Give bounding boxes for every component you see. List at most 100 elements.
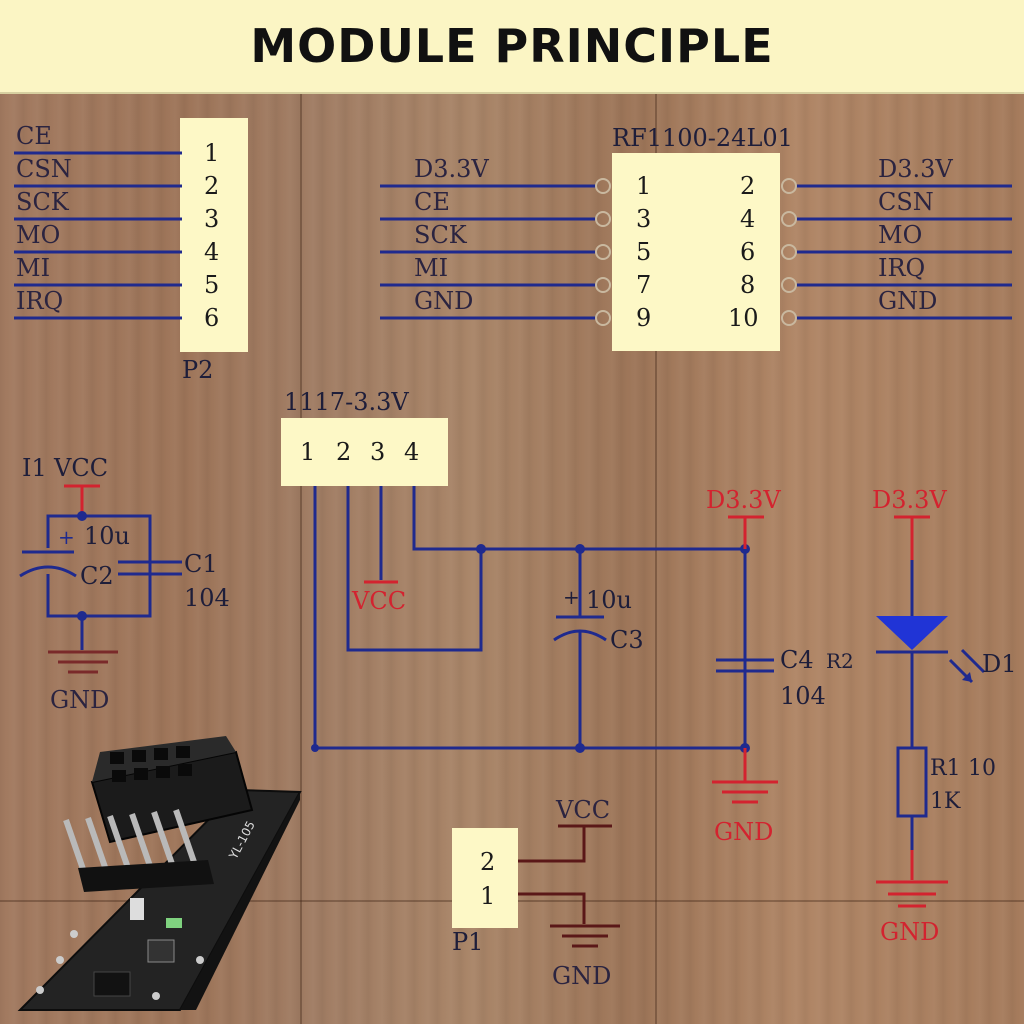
- pad: [70, 930, 78, 938]
- regulator-chip: [93, 971, 131, 997]
- rf-right-signal: MO: [878, 221, 922, 249]
- header-pin: [107, 815, 131, 869]
- left-power-section: I1 VCC + 10u C2 C1 104 GND: [19, 454, 230, 714]
- r1-name: R1: [930, 756, 961, 781]
- c1-name: C1: [184, 550, 218, 578]
- p2-ref-label: P2: [182, 356, 213, 384]
- p2-signal-label: CE: [16, 122, 52, 150]
- smd-component: [147, 939, 175, 963]
- rf-pin-number: 10: [728, 304, 759, 332]
- p1-vcc-wire: [518, 826, 586, 863]
- rail-label: D3.3V: [872, 486, 947, 514]
- regulator-pin2-wire: [346, 486, 483, 652]
- p2-pin-number: 6: [204, 304, 219, 332]
- header-pin: [63, 819, 87, 873]
- header-pin: [129, 813, 153, 867]
- header-pin: [173, 809, 197, 863]
- pin-pad: [595, 277, 611, 293]
- header-pin: [85, 817, 109, 871]
- plank-seam: [655, 92, 657, 1024]
- rf-pin-number: 6: [740, 238, 755, 266]
- p1-ref-label: P1: [452, 928, 483, 956]
- p1-body: [452, 828, 518, 928]
- gnd-label: GND: [50, 686, 109, 714]
- p1-pin-number: 1: [480, 882, 495, 910]
- gnd-label: GND: [714, 818, 773, 846]
- rf-pin-number: 8: [740, 271, 755, 299]
- socket-hole: [156, 766, 170, 778]
- pad: [196, 956, 204, 964]
- p2-pin-number: 5: [204, 271, 219, 299]
- c1-value: 104: [184, 584, 230, 612]
- c2-plate-curved: [19, 565, 77, 578]
- regulator-pin-number: 1: [300, 438, 315, 466]
- pin-pad: [595, 310, 611, 326]
- junction-dot: [77, 511, 87, 521]
- socket-hole: [134, 768, 148, 780]
- regulator-body: [281, 418, 448, 486]
- socket-hole: [178, 764, 192, 776]
- rf-pin-number: 9: [636, 304, 651, 332]
- c3-value: 10u: [586, 586, 632, 614]
- c2-name: C2: [80, 562, 114, 590]
- c3-name: C3: [610, 626, 644, 654]
- c4-section: D3.3V C4 R2 104 GND: [706, 486, 854, 846]
- led-name: D1: [982, 650, 1017, 678]
- pin-pad: [781, 310, 797, 326]
- rf-pin-number: 1: [636, 172, 651, 200]
- vcc-label: VCC: [555, 796, 610, 824]
- rf-right-signal: GND: [878, 287, 937, 315]
- rf-module-body: [612, 153, 780, 351]
- rf-pin-number: 4: [740, 205, 755, 233]
- rf-module-name: RF1100-24L01: [612, 124, 793, 152]
- led-emission-arrow: [960, 648, 986, 674]
- rf-pin-number: 5: [636, 238, 651, 266]
- rf-right-signal: CSN: [878, 188, 934, 216]
- vcc-label: VCC: [351, 587, 406, 615]
- c3-plate-curved: [553, 629, 607, 642]
- c4-name: C4: [780, 646, 814, 674]
- adapter-module-image: YL-105: [17, 736, 302, 1011]
- rf-module: RF1100-24L01 D3.3V CE SCK MI GND D3.3V C…: [380, 124, 1012, 351]
- rf-left-signal: MI: [414, 254, 448, 282]
- regulator-pin-number: 4: [404, 438, 419, 466]
- regulator-pin-number: 2: [336, 438, 351, 466]
- p2-signal-label: CSN: [16, 155, 72, 183]
- page-title: MODULE PRINCIPLE: [250, 19, 774, 73]
- arrow-head: [962, 672, 972, 682]
- p2-pin-number: 4: [204, 238, 219, 266]
- pad: [152, 992, 160, 1000]
- p2-signal-label: IRQ: [16, 287, 63, 315]
- r1-value: 1K: [930, 789, 961, 814]
- rf-left-signal: GND: [414, 287, 473, 315]
- gnd-label: GND: [552, 962, 611, 990]
- module-pcb-edge: [180, 792, 300, 1010]
- rf-left-signal: CE: [414, 188, 450, 216]
- pin-pad: [781, 178, 797, 194]
- c4-value: 104: [780, 682, 826, 710]
- led-component: [166, 918, 182, 928]
- regulator-name: 1117-3.3V: [284, 388, 409, 416]
- title-bar: MODULE PRINCIPLE: [0, 0, 1024, 94]
- p2-connector: CE CSN SCK MO MI IRQ 1 2 3 4 5 6 P2: [14, 118, 248, 384]
- socket-hole: [112, 770, 126, 782]
- junction-dot: [311, 744, 319, 752]
- rf-pin-number: 3: [636, 205, 651, 233]
- vcc-label: VCC: [53, 454, 108, 482]
- silk-outline: [130, 898, 144, 920]
- cap-loop-wire: [46, 514, 152, 618]
- pin-pad: [595, 244, 611, 260]
- p2-signal-label: MO: [16, 221, 60, 249]
- rf-left-signal: D3.3V: [414, 155, 489, 183]
- pin-pad: [781, 277, 797, 293]
- socket-hole: [154, 748, 168, 760]
- rf-right-signal: D3.3V: [878, 155, 953, 183]
- p1-pin-number: 2: [480, 848, 495, 876]
- rail-label: D3.3V: [706, 486, 781, 514]
- c3-plus-sign: +: [563, 585, 580, 609]
- r1-resistor: [896, 746, 928, 818]
- pin-pad: [781, 211, 797, 227]
- rf-right-signal: IRQ: [878, 254, 925, 282]
- rf-pin-number: 2: [740, 172, 755, 200]
